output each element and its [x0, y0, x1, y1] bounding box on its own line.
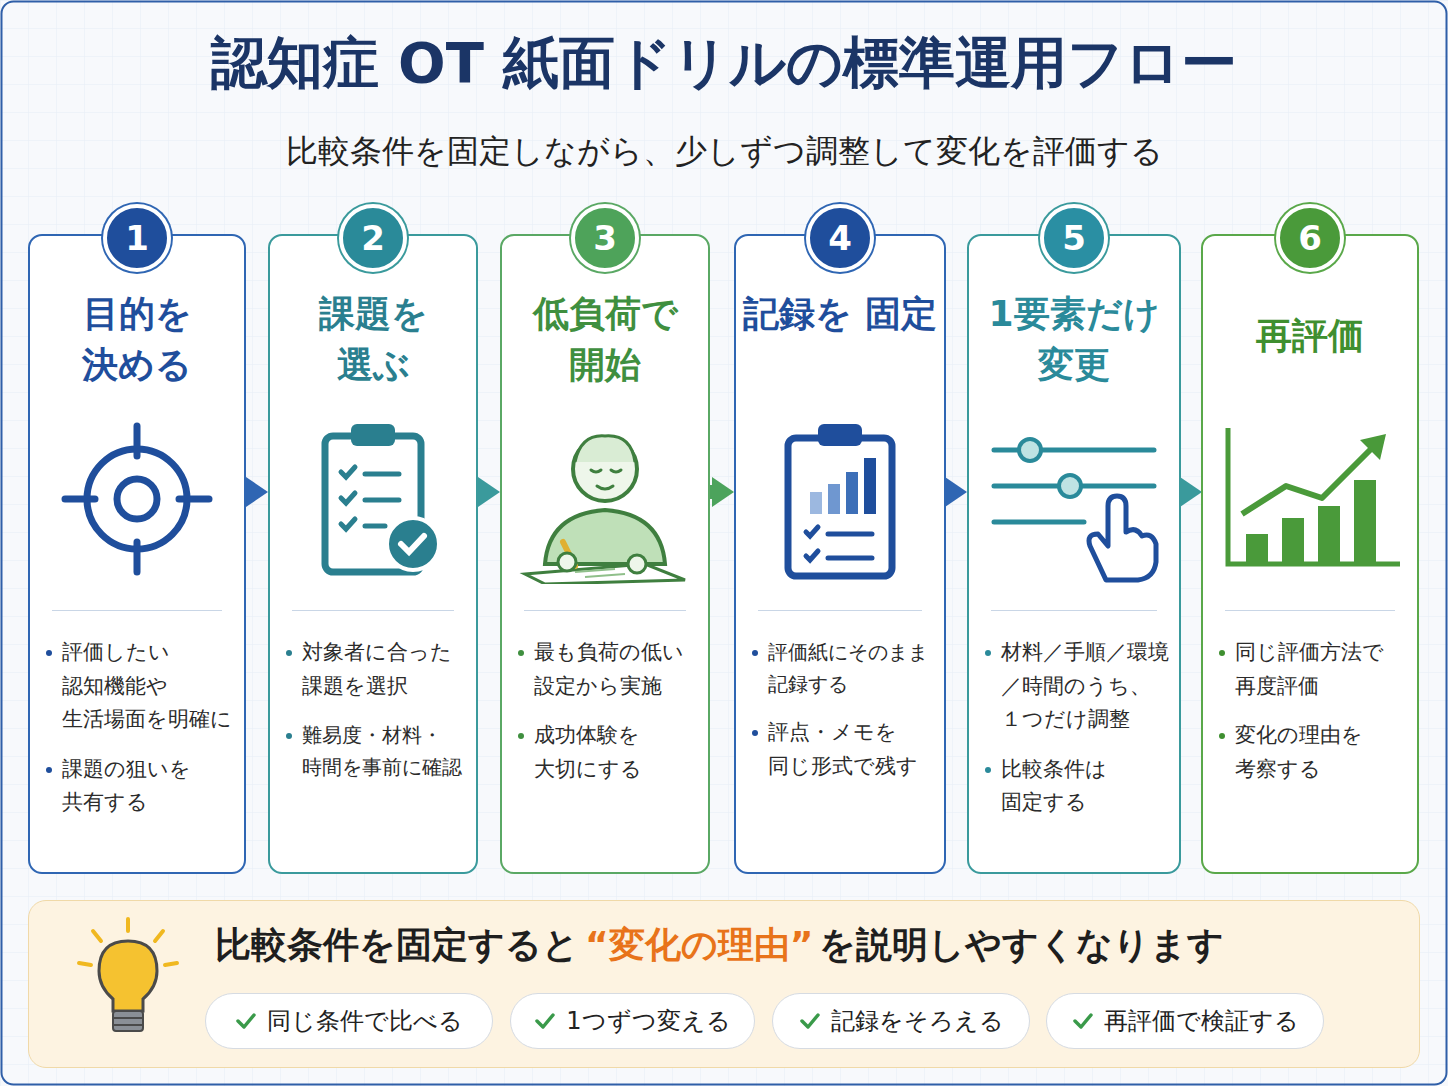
divider [524, 610, 686, 611]
divider [1225, 610, 1395, 611]
summary-banner: 比較条件を固定すると“変化の理由”を説明しやすくなります同じ条件で比べる 1つずつ… [28, 900, 1420, 1068]
check-stroke [802, 1015, 818, 1027]
flow-arrow [1181, 485, 1182, 499]
check-mark [1072, 1010, 1094, 1032]
step-heading: 1要素だけ 変更 [975, 288, 1173, 390]
check-stroke [238, 1015, 254, 1027]
check-mark [534, 1010, 556, 1032]
step-heading: 低負荷で 開始 [508, 288, 702, 390]
step-card: 3低負荷で 開始最も負荷の低い 設定から実施成功体験を 大切にする [500, 234, 710, 874]
chip-text: 同じ条件で比べる [267, 1005, 463, 1037]
check-stroke [1075, 1015, 1091, 1027]
bullet-list: 評価紙にそのまま 記録する評点・メモを 同じ形式で残す [750, 636, 936, 799]
check-chip: 1つずつ変える [510, 993, 755, 1049]
step-card: 6再評価同じ評価方法で 再度評価変化の理由を 考察する [1201, 234, 1419, 874]
bullet-list: 対象者に合った 課題を選択難易度・材料・ 時間を事前に確認 [284, 636, 468, 799]
person-writing-illustration [505, 414, 705, 584]
step-heading: 課題を 選ぶ [276, 288, 470, 390]
step-card: 1目的を 決める評価したい 認知機能や 生活場面を明確に課題の狙いを 共有する [28, 234, 246, 874]
flow-arrow [246, 485, 248, 499]
chip-text: 1つずつ変える [566, 1005, 730, 1037]
check-stroke [537, 1015, 553, 1027]
check-chip: 同じ条件で比べる [205, 993, 493, 1049]
bullet-text: 難易度・材料・ 時間を事前に確認 [284, 719, 468, 783]
bullet-text: 変化の理由を 考察する [1217, 719, 1409, 786]
check-chip: 記録をそろえる [772, 993, 1030, 1049]
step-number: 2 [339, 204, 407, 272]
step-card: 2課題を 選ぶ対象者に合った 課題を選択難易度・材料・ 時間を事前に確認 [268, 234, 478, 874]
bullet-text: 評価したい 認知機能や 生活場面を明確に [44, 636, 236, 737]
step-number: 3 [571, 204, 639, 272]
banner-text: を説明しやすくなります [819, 921, 1224, 970]
title: 認知症 OT 紙面ドリルの標準運用フロー [0, 26, 1448, 102]
check-mark [235, 1010, 257, 1032]
chip-text: 記録をそろえる [831, 1005, 1004, 1037]
bullet-list: 同じ評価方法で 再度評価変化の理由を 考察する [1217, 636, 1409, 802]
bullet-text: 評点・メモを 同じ形式で残す [750, 716, 936, 783]
step-number: 5 [1040, 204, 1108, 272]
step-heading: 目的を 決める [36, 288, 238, 390]
step-number: 4 [806, 204, 874, 272]
bullet-text: 成功体験を 大切にする [516, 719, 700, 786]
lightbulb-icon [73, 915, 183, 1045]
highlight-text: “変化の理由” [585, 921, 813, 970]
bullet-text: 比較条件は 固定する [983, 753, 1171, 820]
flow-arrow [710, 485, 714, 499]
slider-hand-icon [974, 414, 1174, 584]
bullet-list: 最も負荷の低い 設定から実施成功体験を 大切にする [516, 636, 700, 802]
step-number: 6 [1276, 204, 1344, 272]
step-heading: 再評価 [1209, 310, 1411, 361]
divider [292, 610, 454, 611]
bullet-text: 課題の狙いを 共有する [44, 753, 236, 820]
chip-text: 再評価で検証する [1104, 1005, 1299, 1037]
bullet-text: 評価紙にそのまま 記録する [750, 636, 936, 700]
step-heading: 記録を 固定 [742, 288, 938, 339]
bullet-list: 材料／手順／環境 ／時間のうち、 １つだけ調整比較条件は 固定する [983, 636, 1171, 836]
divider [52, 610, 222, 611]
bullet-list: 評価したい 認知機能や 生活場面を明確に課題の狙いを 共有する [44, 636, 236, 836]
bullet-text: 最も負荷の低い 設定から実施 [516, 636, 700, 703]
target-icon [37, 414, 237, 584]
divider [758, 610, 922, 611]
bullet-text: 同じ評価方法で 再度評価 [1217, 636, 1409, 703]
check-mark [799, 1010, 821, 1032]
divider [991, 610, 1157, 611]
rising-chart-icon [1210, 414, 1410, 584]
record-sheet-icon [740, 414, 940, 584]
step-card: 4記録を 固定評価紙にそのまま 記録する評点・メモを 同じ形式で残す [734, 234, 946, 874]
check-chip: 再評価で検証する [1046, 993, 1324, 1049]
step-card: 51要素だけ 変更材料／手順／環境 ／時間のうち、 １つだけ調整比較条件は 固定… [967, 234, 1181, 874]
step-number: 1 [103, 204, 171, 272]
bullet-text: 対象者に合った 課題を選択 [284, 636, 468, 703]
flow-arrow [478, 485, 480, 499]
checklist-icon [273, 414, 473, 584]
bullet-text: 材料／手順／環境 ／時間のうち、 １つだけ調整 [983, 636, 1171, 737]
banner-message: 比較条件を固定すると“変化の理由”を説明しやすくなります [215, 921, 1224, 970]
banner-text: 比較条件を固定すると [215, 921, 579, 970]
flow-arrow [946, 485, 947, 499]
subtitle: 比較条件を固定しながら、少しずつ調整して変化を評価する [0, 130, 1448, 174]
